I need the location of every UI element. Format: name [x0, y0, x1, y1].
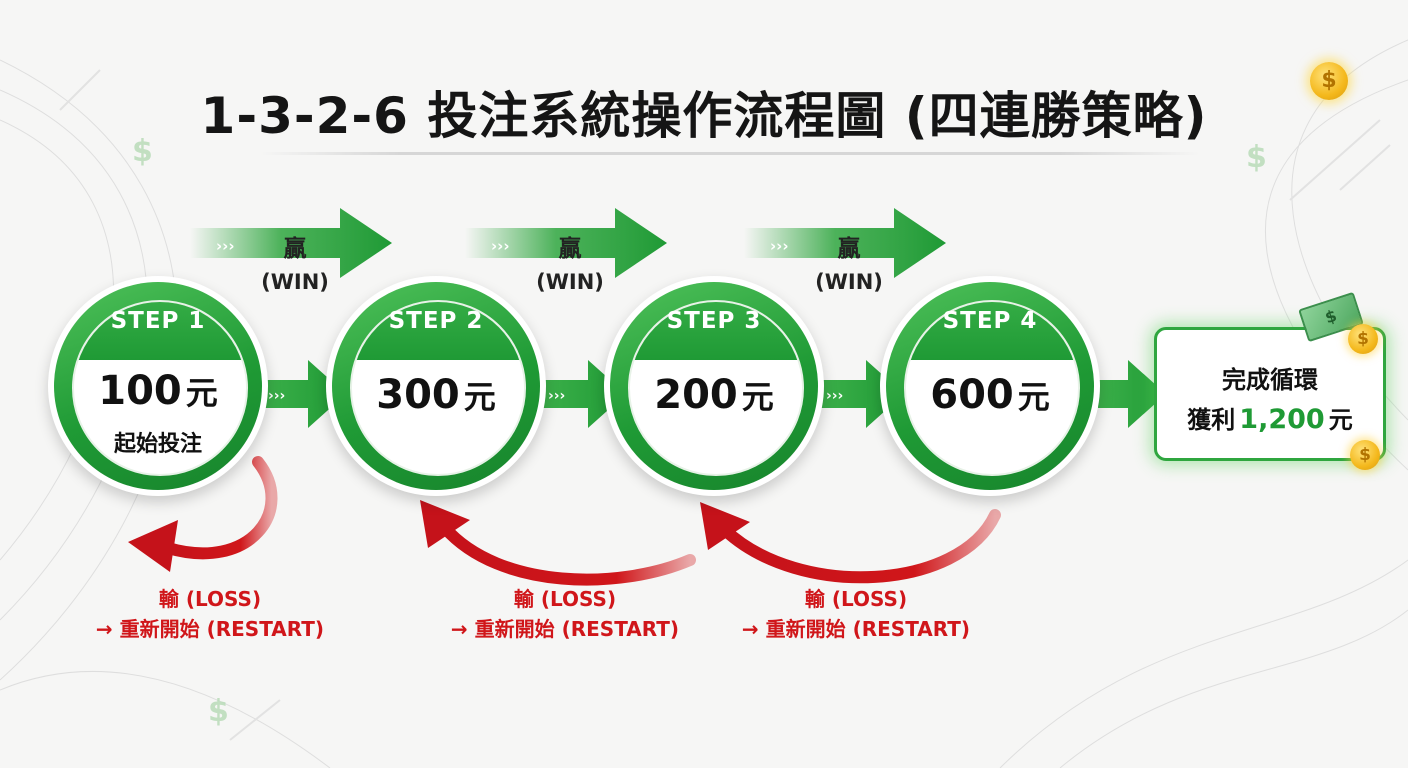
- win-arrow-2: ›››: [465, 208, 667, 278]
- step-4-label: STEP 4: [942, 308, 1038, 334]
- win-arrow-3: ›››: [744, 208, 946, 278]
- step-2-label: STEP 2: [388, 308, 484, 334]
- svg-text:›››: ›››: [268, 388, 285, 404]
- loss-label-1: 輸 (LOSS)→ 重新開始 (RESTART): [95, 587, 325, 641]
- svg-text:›››: ›››: [548, 388, 565, 404]
- dollar-sign-icon: $: [208, 694, 229, 729]
- win-label-char-3: 贏: [837, 236, 861, 262]
- win-label-en-3: (WIN): [815, 270, 883, 294]
- coin-icon: $: [1348, 324, 1378, 354]
- step-3-label: STEP 3: [666, 308, 762, 334]
- loss-arrow-2: [420, 500, 696, 586]
- coin-icon: $: [1350, 440, 1380, 470]
- page-title: 1-3-2-6 投注系統操作流程圖 (四連勝策略): [200, 87, 1208, 145]
- step-1-subtitle: 起始投注: [113, 432, 202, 457]
- profit-value: 1,200: [1239, 404, 1325, 435]
- win-label-char-1: 贏: [283, 236, 307, 262]
- result-title: 完成循環: [1222, 366, 1318, 394]
- svg-text:›››: ›››: [770, 237, 789, 255]
- loss-arrow-1: [128, 456, 278, 572]
- loss-arrow-3: [700, 502, 1001, 584]
- win-label-en-1: (WIN): [261, 270, 329, 294]
- svg-text:›››: ›››: [216, 237, 235, 255]
- connector-arrow-final: [1098, 360, 1166, 428]
- dollar-sign-icon: $: [1246, 140, 1267, 175]
- loss-label-3: 輸 (LOSS)→ 重新開始 (RESTART): [741, 587, 971, 641]
- step-1-label: STEP 1: [110, 308, 206, 334]
- connector-arrow-1: ›››: [262, 360, 346, 428]
- coin-icon: $: [1310, 62, 1348, 100]
- svg-text:›››: ›››: [826, 388, 843, 404]
- win-label-char-2: 贏: [558, 236, 582, 262]
- dollar-sign-icon: $: [132, 134, 153, 169]
- win-arrow-1: ›››: [190, 208, 392, 278]
- title-divider: [260, 152, 1200, 155]
- svg-text:›››: ›››: [491, 237, 510, 255]
- win-label-en-2: (WIN): [536, 270, 604, 294]
- loss-label-2: 輸 (LOSS)→ 重新開始 (RESTART): [450, 587, 680, 641]
